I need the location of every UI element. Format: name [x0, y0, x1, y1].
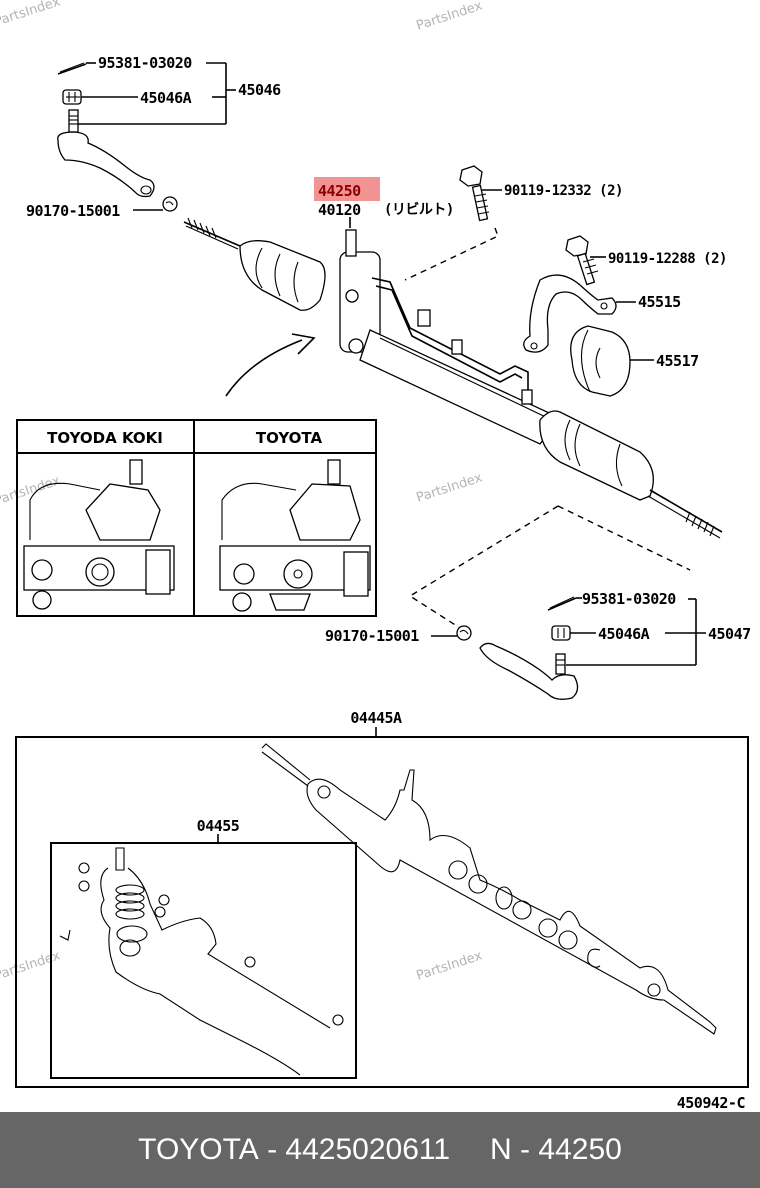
- label-90170-15001-top[interactable]: 90170-15001: [26, 202, 121, 220]
- label-95381-03020-top[interactable]: 95381-03020: [98, 54, 193, 72]
- gasket-kit-rack-icon: [261, 743, 717, 1035]
- label-04445A[interactable]: 04445A: [350, 709, 402, 727]
- watermark: PartsIndex: [0, 948, 62, 983]
- parts-diagram: PartsIndex PartsIndex PartsIndex PartsIn…: [0, 0, 751, 1112]
- label-45046A-top[interactable]: 45046A: [140, 89, 192, 107]
- label-rebuilt-note: (リビルト): [384, 202, 454, 218]
- watermark: PartsIndex: [0, 0, 62, 30]
- label-45046[interactable]: 45046: [238, 81, 282, 99]
- figure-code: 450942-C: [677, 1094, 745, 1112]
- tie-rod-end-bottom-icon: [479, 642, 579, 700]
- toyoda-koki-valve-icon: [23, 459, 175, 610]
- label-04455[interactable]: 04455: [197, 817, 241, 835]
- variant-table: TOYODA KOKI TOYOTA: [16, 419, 377, 617]
- arrow-head-icon: [291, 333, 316, 355]
- highlight-44250: [314, 177, 380, 201]
- footer-part-number: 4425020611: [285, 1133, 451, 1166]
- bushing-45517-icon: [570, 325, 631, 397]
- footer-bar: TOYOTA - 4425020611 N - 44250: [0, 1112, 760, 1188]
- label-40120[interactable]: 40120: [318, 201, 362, 219]
- dashed-guide: [408, 505, 691, 629]
- watermark: PartsIndex: [415, 948, 485, 983]
- label-90119-12332[interactable]: 90119-12332 (2): [504, 183, 623, 199]
- steering-rack-icon: [183, 217, 723, 539]
- footer-separator: -: [511, 1133, 539, 1166]
- label-45046A-bottom[interactable]: 45046A: [598, 625, 650, 643]
- tie-rod-end-top-icon: [57, 109, 155, 198]
- label-45515[interactable]: 45515: [638, 293, 682, 311]
- castle-nut-bottom-icon: [551, 625, 571, 641]
- watermark: PartsIndex: [415, 0, 485, 34]
- watermark: PartsIndex: [415, 470, 485, 505]
- repair-kit-parts-icon: [59, 847, 344, 1076]
- kit-04445A-box: [15, 736, 749, 1088]
- label-45517[interactable]: 45517: [656, 352, 699, 370]
- diagram-canvas: PartsIndex PartsIndex PartsIndex PartsIn…: [0, 0, 751, 1112]
- bolt-90119-12288-icon: [565, 235, 599, 286]
- label-90119-12288[interactable]: 90119-12288 (2): [608, 251, 727, 267]
- clip-top-icon: [162, 196, 178, 212]
- table-header-toyota: TOYOTA: [256, 429, 323, 447]
- label-45047[interactable]: 45047: [708, 625, 751, 643]
- label-90170-15001-bottom[interactable]: 90170-15001: [325, 627, 420, 645]
- dashed-guide: [404, 227, 499, 281]
- kit-04455-box: [50, 842, 357, 1079]
- footer-brand: TOYOTA: [138, 1133, 259, 1166]
- footer-ref-prefix: N: [490, 1133, 512, 1166]
- footer-ref-number: 44250: [538, 1133, 622, 1166]
- toyota-valve-icon: [219, 459, 371, 612]
- bracket-45515-icon: [523, 274, 617, 353]
- castle-nut-top-icon: [62, 89, 82, 105]
- arrow-icon: [225, 339, 303, 397]
- clip-bottom-icon: [456, 625, 472, 641]
- footer-separator: -: [258, 1133, 286, 1166]
- watermark: PartsIndex: [0, 473, 62, 508]
- cotter-pin-bottom-icon: [547, 596, 577, 611]
- table-header-toyoda-koki: TOYODA KOKI: [47, 429, 163, 447]
- bolt-90119-12332-icon: [459, 165, 490, 222]
- cotter-pin-top-icon: [57, 62, 87, 75]
- label-95381-03020-bottom[interactable]: 95381-03020: [582, 590, 677, 608]
- label-44250[interactable]: 44250: [318, 182, 362, 200]
